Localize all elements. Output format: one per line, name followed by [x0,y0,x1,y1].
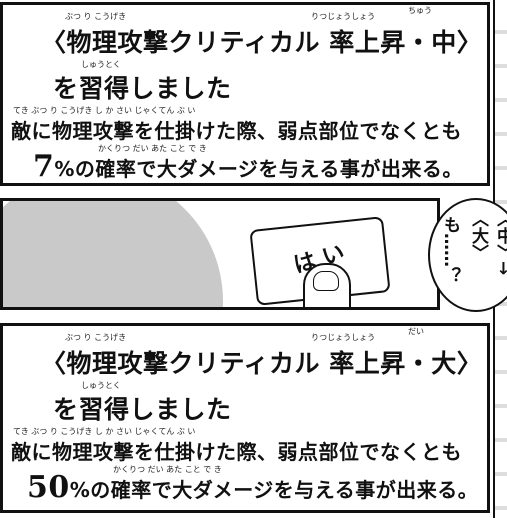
skill-title: 〈物理攻撃クリティカル 率上昇・中〉 [41,28,483,57]
chance-number: 7 [33,149,55,184]
acquired-text: を習得しました [53,395,232,424]
skill-panel-bottom: ぶつ り こうげき りつじょうしょう だい 〈物理攻撃クリティカル 率上昇・大〉… [0,323,490,513]
line2-ruby: しゅうとく [81,381,121,390]
title-ruby: ぶつ り こうげき [65,12,127,21]
skill-title: 〈物理攻撃クリティカル 率上昇・大〉 [41,349,483,378]
title-ruby: ぶつ り こうげき [65,333,127,342]
skill-panel-top: ぶつ り こうげき りつじょうしょう ちゅう 〈物理攻撃クリティカル 率上昇・中… [0,2,490,186]
skill-desc-line1: 敵に物理攻撃を仕掛けた際、弱点部位でなくとも [11,119,462,143]
bubble-text-1: も……？ [440,216,460,284]
body1-ruby: てき ぶつ り こうげき し か さい じゃくてん ぶ い [13,106,196,115]
fingernail [313,271,339,291]
skill-desc-line2-text: %の確率で大ダメージを与える事が出来る。 [69,478,479,502]
skill-desc-line2: 7%の確率で大ダメージを与える事が出来る。 [33,149,487,184]
body2-ruby: かくりつ だい あた こと で き [98,144,207,153]
title-ruby-3: ちゅう [408,6,432,15]
skill-desc-line1: 敵に物理攻撃を仕掛けた際、弱点部位でなくとも [11,440,462,464]
line2-ruby: しゅうとく [81,60,121,69]
chance-number: 50 [27,470,70,505]
body2-ruby: かくりつ だい あた こと で き [113,465,222,474]
skill-desc-line2: 50%の確率で大ダメージを与える事が出来る。 [27,470,487,505]
gray-shade [3,201,223,307]
title-ruby-2: りつじょうしょう [311,12,376,21]
finger-art [303,263,351,307]
title-ruby-2: りつじょうしょう [311,333,376,342]
body1-ruby: てき ぶつ り こうげき し か さい じゃくてん ぶ い [13,427,196,436]
acquired-text: を習得しました [53,74,232,103]
skill-desc-line2-text: %の確率で大ダメージを与える事が出来る。 [54,157,463,181]
speech-bubble: も……？ 〈中〉→〈大〉 [428,198,507,312]
title-ruby-3: だい [408,327,424,336]
middle-panel: は い [0,198,440,310]
bubble-text-2: 〈中〉→〈大〉 [468,210,507,276]
